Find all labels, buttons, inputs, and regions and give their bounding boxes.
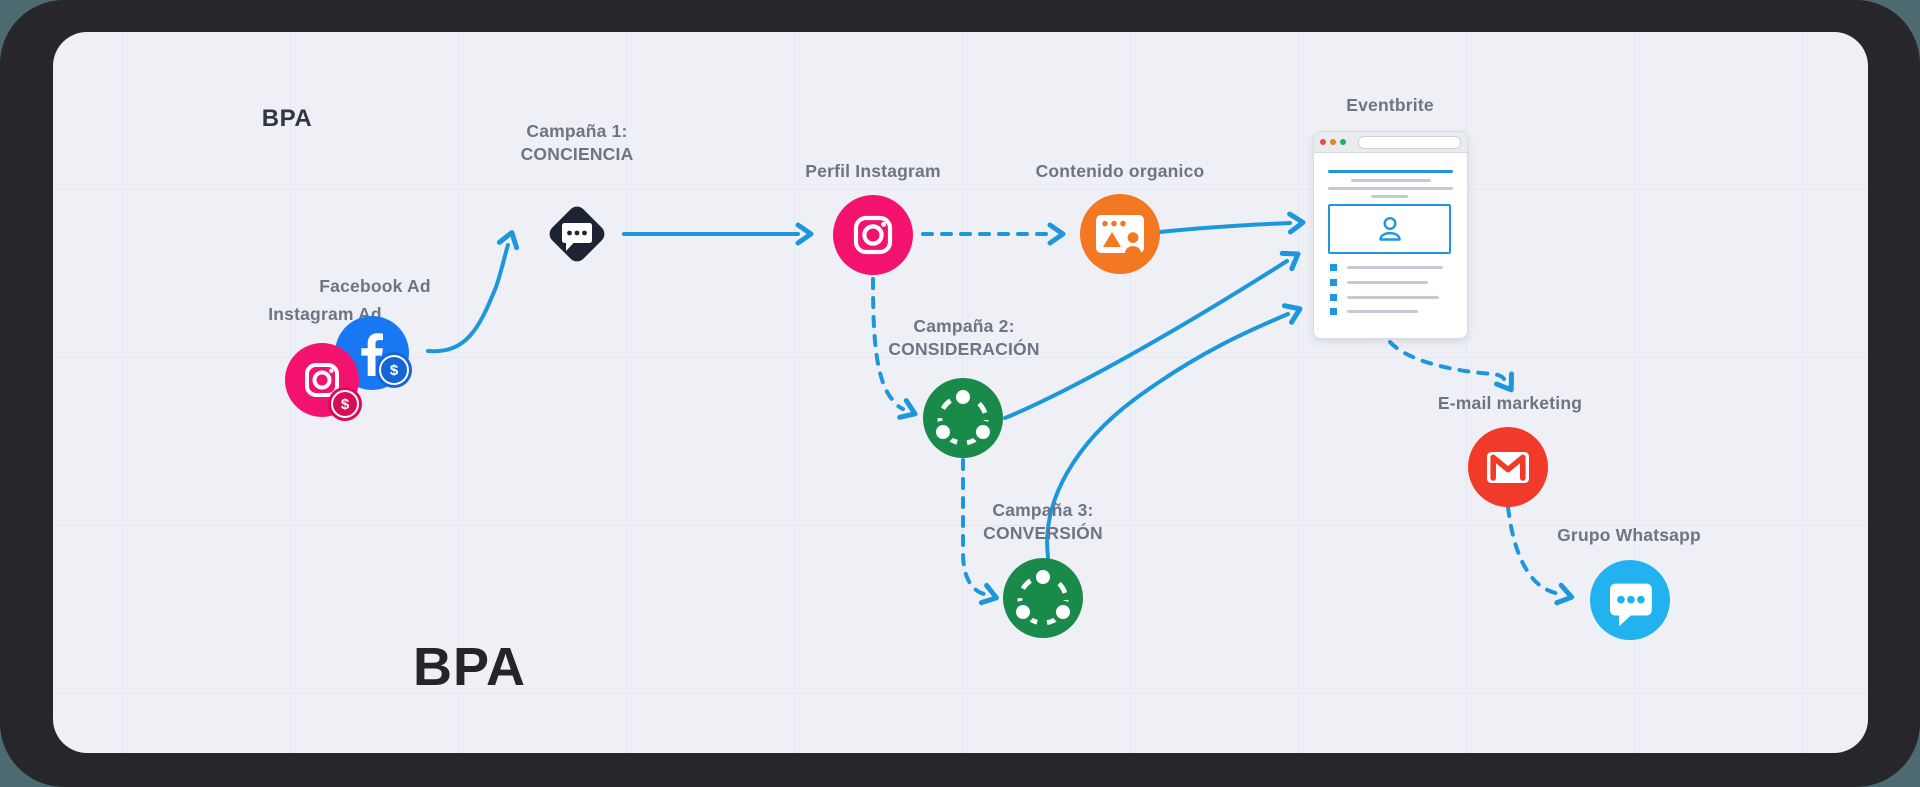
checkbox-icon[interactable] — [1328, 292, 1339, 303]
node-campaign3-conversion[interactable] — [1003, 558, 1083, 638]
window-dot-red — [1320, 139, 1326, 145]
edge-campaign2-to-campaign3 — [961, 458, 999, 606]
dollar-ring — [379, 355, 409, 385]
edge-campaign2-to-eventbrite — [1003, 250, 1301, 420]
instagram-icon — [305, 363, 339, 397]
list-line — [1347, 310, 1418, 313]
label-campaign2-line2: CONSIDERACIÓN — [888, 339, 1040, 359]
label-grupo-whatsapp: Grupo Whatsapp — [1557, 525, 1701, 545]
label-campaign1-line1: Campaña 1: — [526, 121, 628, 141]
dollar-ring — [331, 390, 359, 418]
facebook-icon — [361, 333, 383, 376]
text-line — [1351, 179, 1431, 182]
chat-diamond-icon — [549, 206, 605, 262]
edge-organico-to-eventbrite — [1158, 211, 1306, 235]
node-campaign2-consideracion[interactable] — [923, 378, 1003, 458]
share-network-icon — [931, 385, 995, 446]
facebook-dollar-badge: $ — [376, 352, 412, 388]
url-bar[interactable] — [1358, 135, 1461, 149]
label-campaign3-line1: Campaña 3: — [992, 500, 1094, 520]
edge-email-to-whatsapp — [1506, 505, 1575, 606]
watermark-bpa: BPA — [413, 637, 527, 697]
image-placeholder — [1328, 204, 1451, 254]
label-contenido-organico: Contenido organico — [1035, 161, 1205, 181]
window-dot-orange — [1330, 139, 1336, 145]
share-network-icon — [1011, 565, 1075, 626]
node-campaign1-conciencia[interactable] — [529, 186, 625, 282]
node-perfil-instagram[interactable] — [833, 195, 913, 275]
text-line — [1371, 195, 1408, 198]
checkbox-icon[interactable] — [1328, 262, 1339, 273]
person-icon — [1378, 216, 1401, 241]
instagram-dollar-badge: $ — [328, 387, 362, 421]
chat-bubble-icon — [1610, 583, 1652, 627]
organic-content-icon — [1096, 215, 1144, 253]
node-email-marketing[interactable] — [1468, 427, 1548, 507]
browser-header — [1314, 132, 1467, 153]
edge-campaign3-to-eventbrite — [1045, 303, 1303, 559]
bpa-title: BPA — [261, 105, 313, 132]
text-line — [1328, 187, 1453, 190]
edges-layer — [426, 211, 1575, 606]
checkbox-icon[interactable] — [1328, 277, 1339, 288]
label-email-marketing: E-mail marketing — [1437, 393, 1583, 413]
diagram-canvas[interactable]: BPA Campaña 1: CONCIENCIA Facebook Ad In… — [53, 32, 1868, 753]
label-campaign3-line2: CONVERSIÓN — [983, 523, 1103, 543]
label-campaign3: Campaña 3: CONVERSIÓN — [983, 499, 1103, 545]
window-dot-green — [1340, 139, 1346, 145]
edge-ads-to-campaign1 — [426, 230, 520, 354]
checkbox-icon[interactable] — [1328, 306, 1339, 317]
node-eventbrite-window[interactable] — [1313, 131, 1468, 339]
list-line — [1347, 266, 1443, 269]
label-campaign2: Campaña 2: CONSIDERACIÓN — [888, 315, 1039, 361]
node-contenido-organico[interactable] — [1080, 194, 1160, 274]
label-instagram-ad: Instagram Ad — [268, 304, 382, 324]
gmail-icon — [1487, 452, 1529, 483]
edge-perfil-to-campaign2 — [871, 277, 918, 420]
label-eventbrite: Eventbrite — [1346, 95, 1434, 115]
edge-eventbrite-to-email — [1388, 340, 1514, 393]
label-perfil-instagram: Perfil Instagram — [805, 161, 941, 181]
label-campaign1-line2: CONCIENCIA — [520, 144, 634, 164]
dollar-sign: $ — [340, 395, 350, 413]
label-campaign2-line1: Campaña 2: — [913, 316, 1015, 336]
instagram-icon — [853, 215, 893, 255]
node-grupo-whatsapp[interactable] — [1590, 560, 1670, 640]
list-line — [1347, 281, 1428, 284]
heading-line — [1328, 170, 1453, 173]
dollar-sign: $ — [389, 361, 399, 379]
list-line — [1347, 296, 1439, 299]
label-campaign1: Campaña 1: CONCIENCIA — [521, 120, 634, 166]
label-facebook-ad: Facebook Ad — [319, 276, 431, 296]
